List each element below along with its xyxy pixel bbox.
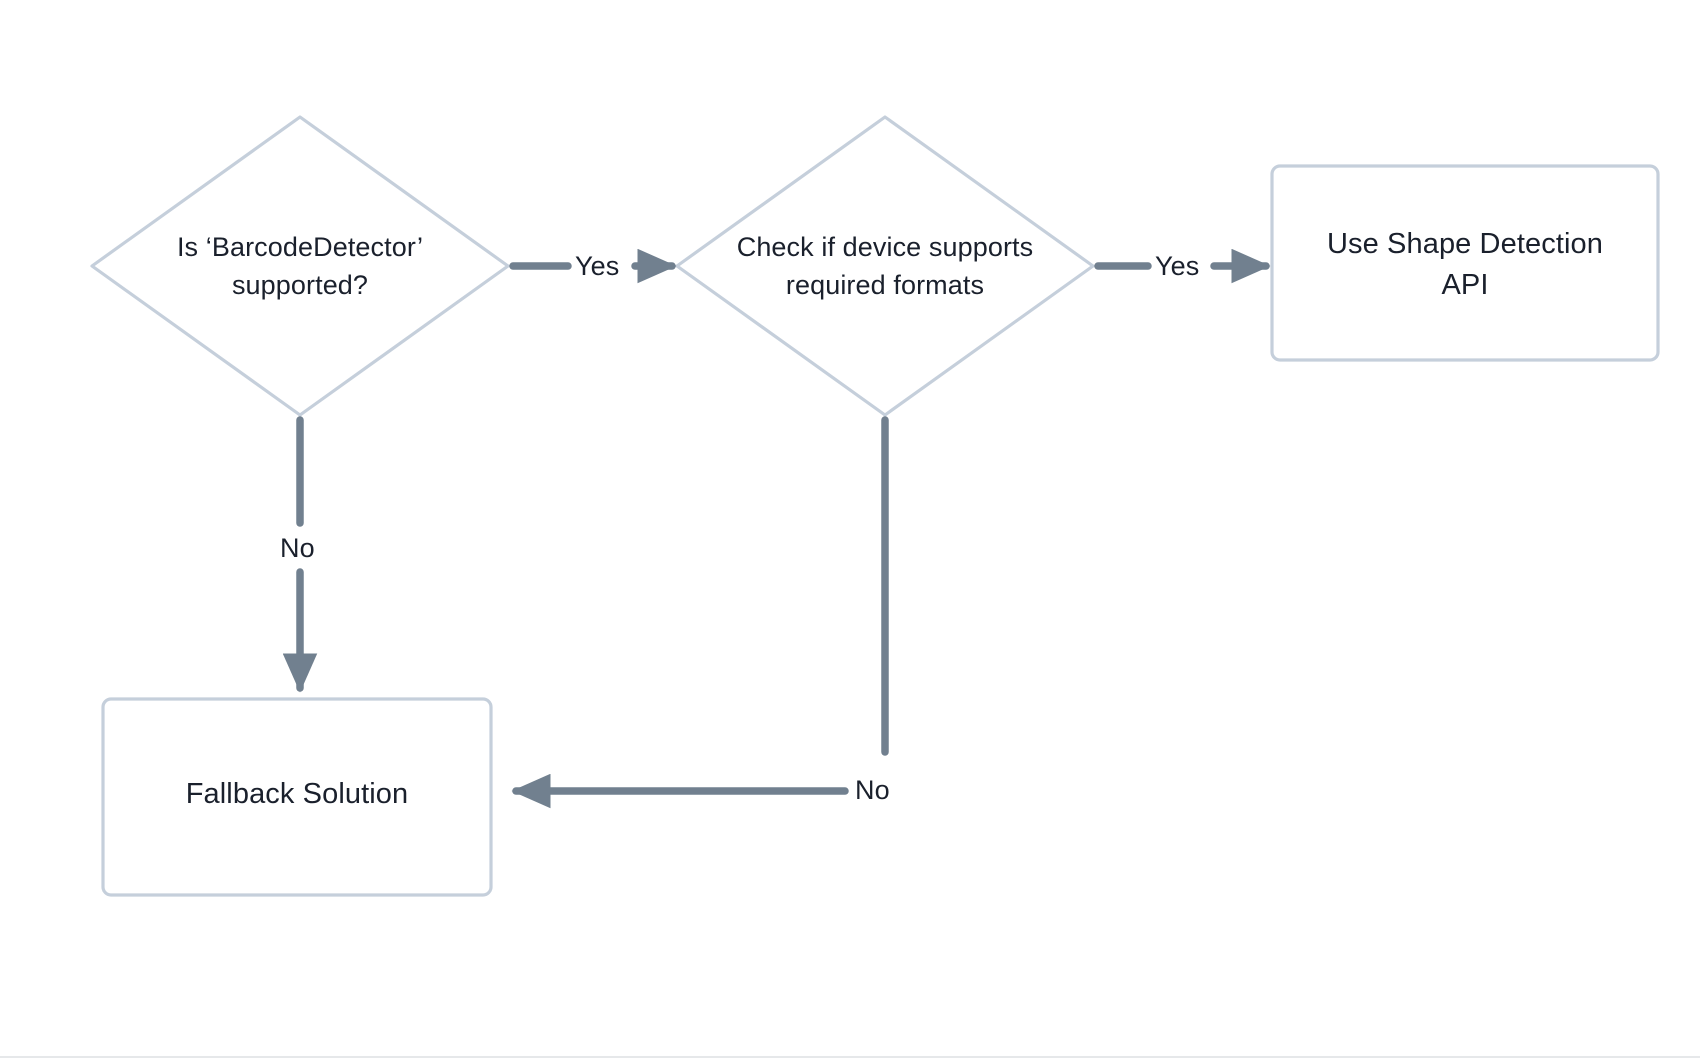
edge-label-supported-yes: Yes bbox=[575, 251, 620, 281]
edge-label-supported-no: No bbox=[280, 533, 315, 563]
edge-label-formats-no: No bbox=[855, 775, 890, 805]
edge-label-formats-yes: Yes bbox=[1155, 251, 1200, 281]
node-shape-fallback-solution[interactable] bbox=[101, 697, 493, 897]
node-shape-use-shape-detection-api[interactable] bbox=[1270, 164, 1660, 362]
bottom-divider bbox=[0, 1056, 1700, 1058]
node-shape-check-device-formats[interactable] bbox=[675, 115, 1095, 417]
node-shape-is-barcodedetector-supported[interactable] bbox=[90, 115, 510, 417]
